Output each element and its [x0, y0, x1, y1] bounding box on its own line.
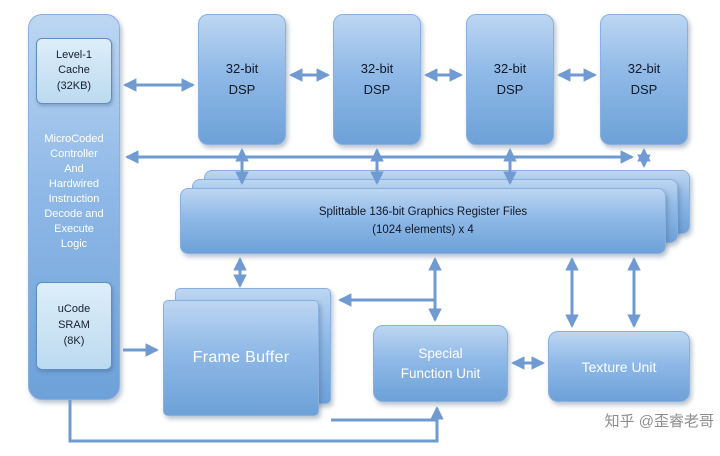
level1-cache-label: Level-1 Cache (32KB) [55, 48, 93, 92]
register-file-box: Splittable 136-bit Graphics Register Fil… [180, 188, 666, 254]
dsp-label-4: 32-bit DSP [627, 60, 661, 97]
frame-buffer-box: Frame Buffer [163, 300, 319, 416]
dsp-box-3: 32-bit DSP [466, 14, 554, 145]
register-file-label: Splittable 136-bit Graphics Register Fil… [318, 205, 528, 236]
controller-label: MicroCoded Controller And Hardwired Inst… [44, 133, 104, 250]
ucode-sram-label: uCode SRAM (8K) [57, 303, 91, 347]
dsp-label-3: 32-bit DSP [493, 60, 527, 97]
dsp-label-2: 32-bit DSP [360, 60, 394, 97]
special-function-unit-box: Special Function Unit [373, 325, 508, 402]
level1-cache-box: Level-1 Cache (32KB) [36, 38, 112, 104]
dsp-label-1: 32-bit DSP [225, 60, 259, 97]
special-function-unit-label: Special Function Unit [400, 345, 481, 381]
ucode-sram-box: uCode SRAM (8K) [36, 282, 112, 370]
texture-unit-label: Texture Unit [581, 358, 657, 375]
texture-unit-box: Texture Unit [548, 331, 690, 402]
watermark-label: 知乎 @歪睿老哥 [604, 413, 714, 430]
frame-buffer-label: Frame Buffer [192, 349, 290, 366]
watermark: 知乎 @歪睿老哥 [544, 410, 714, 431]
dsp-box-2: 32-bit DSP [333, 14, 421, 145]
dsp-box-4: 32-bit DSP [600, 14, 688, 145]
dsp-box-1: 32-bit DSP [198, 14, 286, 145]
